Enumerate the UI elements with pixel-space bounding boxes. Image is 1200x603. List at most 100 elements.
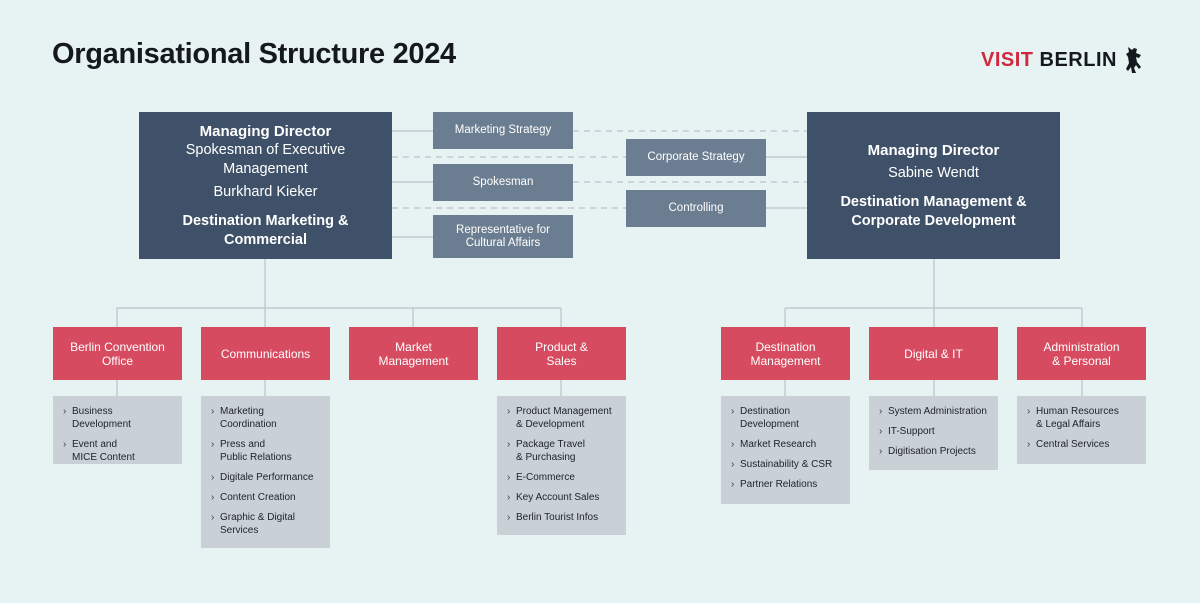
list-item-line: Content Creation (220, 492, 296, 503)
list-item: Digitale Performance (211, 471, 322, 484)
department-label-line1: Communications (220, 346, 311, 361)
list-item-line: Product Management (516, 406, 612, 417)
md-right-role: Managing Director (867, 141, 1000, 159)
department-label-line2: Management (378, 353, 449, 368)
list-item: Product Management & Development (507, 405, 618, 431)
list-item: Business Development (63, 405, 174, 431)
department-product-sales: Product & Sales (497, 327, 626, 380)
staff-spokesman: Spokesman (433, 164, 573, 201)
list-item: IT-Support (879, 425, 990, 438)
md-right-name: Sabine Wendt (888, 164, 979, 181)
department-label-line1: Berlin Convention (70, 339, 165, 354)
list-item-line: Package Travel (516, 439, 585, 450)
managing-director-left: Managing Director Spokesman of Executive… (139, 112, 392, 259)
staff-label: Spokesman (472, 176, 534, 188)
list-item-line: Public Relations (220, 452, 292, 463)
list-item: Sustainability & CSR (731, 458, 842, 471)
list-item-line: Destination (740, 406, 791, 417)
list-item-line: & Purchasing (516, 452, 576, 463)
list-item: Market Research (731, 438, 842, 451)
department-label-line2: Office (101, 353, 134, 368)
berlin-bear-icon (1125, 47, 1141, 73)
list-item: Human Resources & Legal Affairs (1027, 405, 1138, 431)
list-item-line: & Legal Affairs (1036, 419, 1101, 430)
logo-word-visit: VISIT (981, 48, 1034, 71)
list-item-line: Central Services (1036, 439, 1110, 450)
list-item: Partner Relations (731, 478, 842, 491)
department-label-line2: Sales (546, 353, 577, 368)
department-list-digital-it: System AdministrationIT-SupportDigitisat… (869, 396, 998, 470)
list-item: Content Creation (211, 491, 322, 504)
list-item-line: & Development (516, 419, 585, 430)
department-berlin-convention-office: Berlin Convention Office (53, 327, 182, 380)
md-left-name: Burkhard Kieker (213, 183, 318, 200)
md-left-title-line2: Management (223, 160, 308, 177)
list-item-line: IT-Support (888, 426, 935, 437)
list-item: Digitisation Projects (879, 445, 990, 458)
list-item-line: Event and (72, 439, 118, 450)
list-item-line: Digitisation Projects (888, 446, 976, 457)
list-item-line: Human Resources (1036, 406, 1119, 417)
list-item: Central Services (1027, 438, 1138, 451)
department-list-destination-management: DestinationDevelopmentMarket ResearchSus… (721, 396, 850, 504)
department-label-line1: Destination (755, 339, 816, 354)
staff-label-line2: Cultural Affairs (465, 236, 541, 249)
department-communications: Communications (201, 327, 330, 380)
department-label-line1: Product & (535, 339, 588, 354)
md-left-title-line1: Spokesman of Executive (185, 141, 346, 158)
list-item: System Administration (879, 405, 990, 418)
department-list-product-sales: Product Management & DevelopmentPackage T… (497, 396, 626, 535)
logo-word-berlin: BERLIN (1039, 48, 1117, 71)
list-item-line: E-Commerce (516, 472, 575, 483)
list-item: Berlin Tourist Infos (507, 511, 618, 524)
staff-label: Controlling (668, 202, 724, 214)
list-item-line: Digitale Performance (220, 472, 314, 483)
list-item-line: Berlin Tourist Infos (516, 512, 599, 523)
list-item-line: Sustainability & CSR (740, 459, 833, 470)
list-item-line: Business Development (72, 406, 131, 430)
department-label-line1: Digital & IT (904, 346, 963, 361)
staff-label: Marketing Strategy (454, 124, 552, 136)
staff-marketing-strategy: Marketing Strategy (433, 112, 573, 149)
department-destination-management: Destination Management (721, 327, 850, 380)
staff-label-line1: Representative for (456, 223, 550, 236)
list-item-line: Development (740, 419, 799, 430)
department-administration-personal: Administration & Personal (1017, 327, 1146, 380)
list-item-line: Coordination (220, 419, 277, 430)
list-item-line: Partner Relations (740, 479, 818, 490)
staff-controlling: Controlling (626, 190, 766, 227)
md-right-dept-line1: Destination Management & (840, 193, 1027, 210)
staff-representative-cultural-affairs: Representative for Cultural Affairs (433, 215, 573, 258)
department-market-management: Market Management (349, 327, 478, 380)
list-item-line: Press and (220, 439, 266, 450)
department-digital-it: Digital & IT (869, 327, 998, 380)
list-item: Package Travel & Purchasing (507, 438, 618, 464)
list-item-line: Key Account Sales (516, 492, 600, 503)
department-list-administration-personal: Human Resources & Legal AffairsCentral Se… (1017, 396, 1146, 464)
department-label-line2: Management (750, 353, 821, 368)
list-item: E-Commerce (507, 471, 618, 484)
list-item: Key Account Sales (507, 491, 618, 504)
md-left-dept-line2: Commercial (223, 231, 307, 248)
md-left-dept-line1: Destination Marketing & (182, 212, 349, 229)
list-item-line: Marketing (220, 406, 264, 417)
list-item-line: System Administration (888, 406, 987, 417)
department-label-line2: & Personal (1052, 353, 1111, 368)
managing-director-right: Managing Director Sabine Wendt Destinati… (807, 112, 1060, 259)
visit-berlin-logo: VISIT BERLIN (981, 44, 1143, 76)
list-item-line: Market Research (740, 439, 817, 450)
staff-corporate-strategy: Corporate Strategy (626, 139, 766, 176)
md-right-dept-line2: Corporate Development (851, 212, 1016, 229)
list-item-line: Graphic & Digital (220, 512, 296, 523)
staff-label: Corporate Strategy (647, 151, 745, 163)
department-label-line1: Market (395, 339, 432, 354)
department-label-line1: Administration (1043, 339, 1120, 354)
list-item-line: Services (220, 525, 259, 536)
